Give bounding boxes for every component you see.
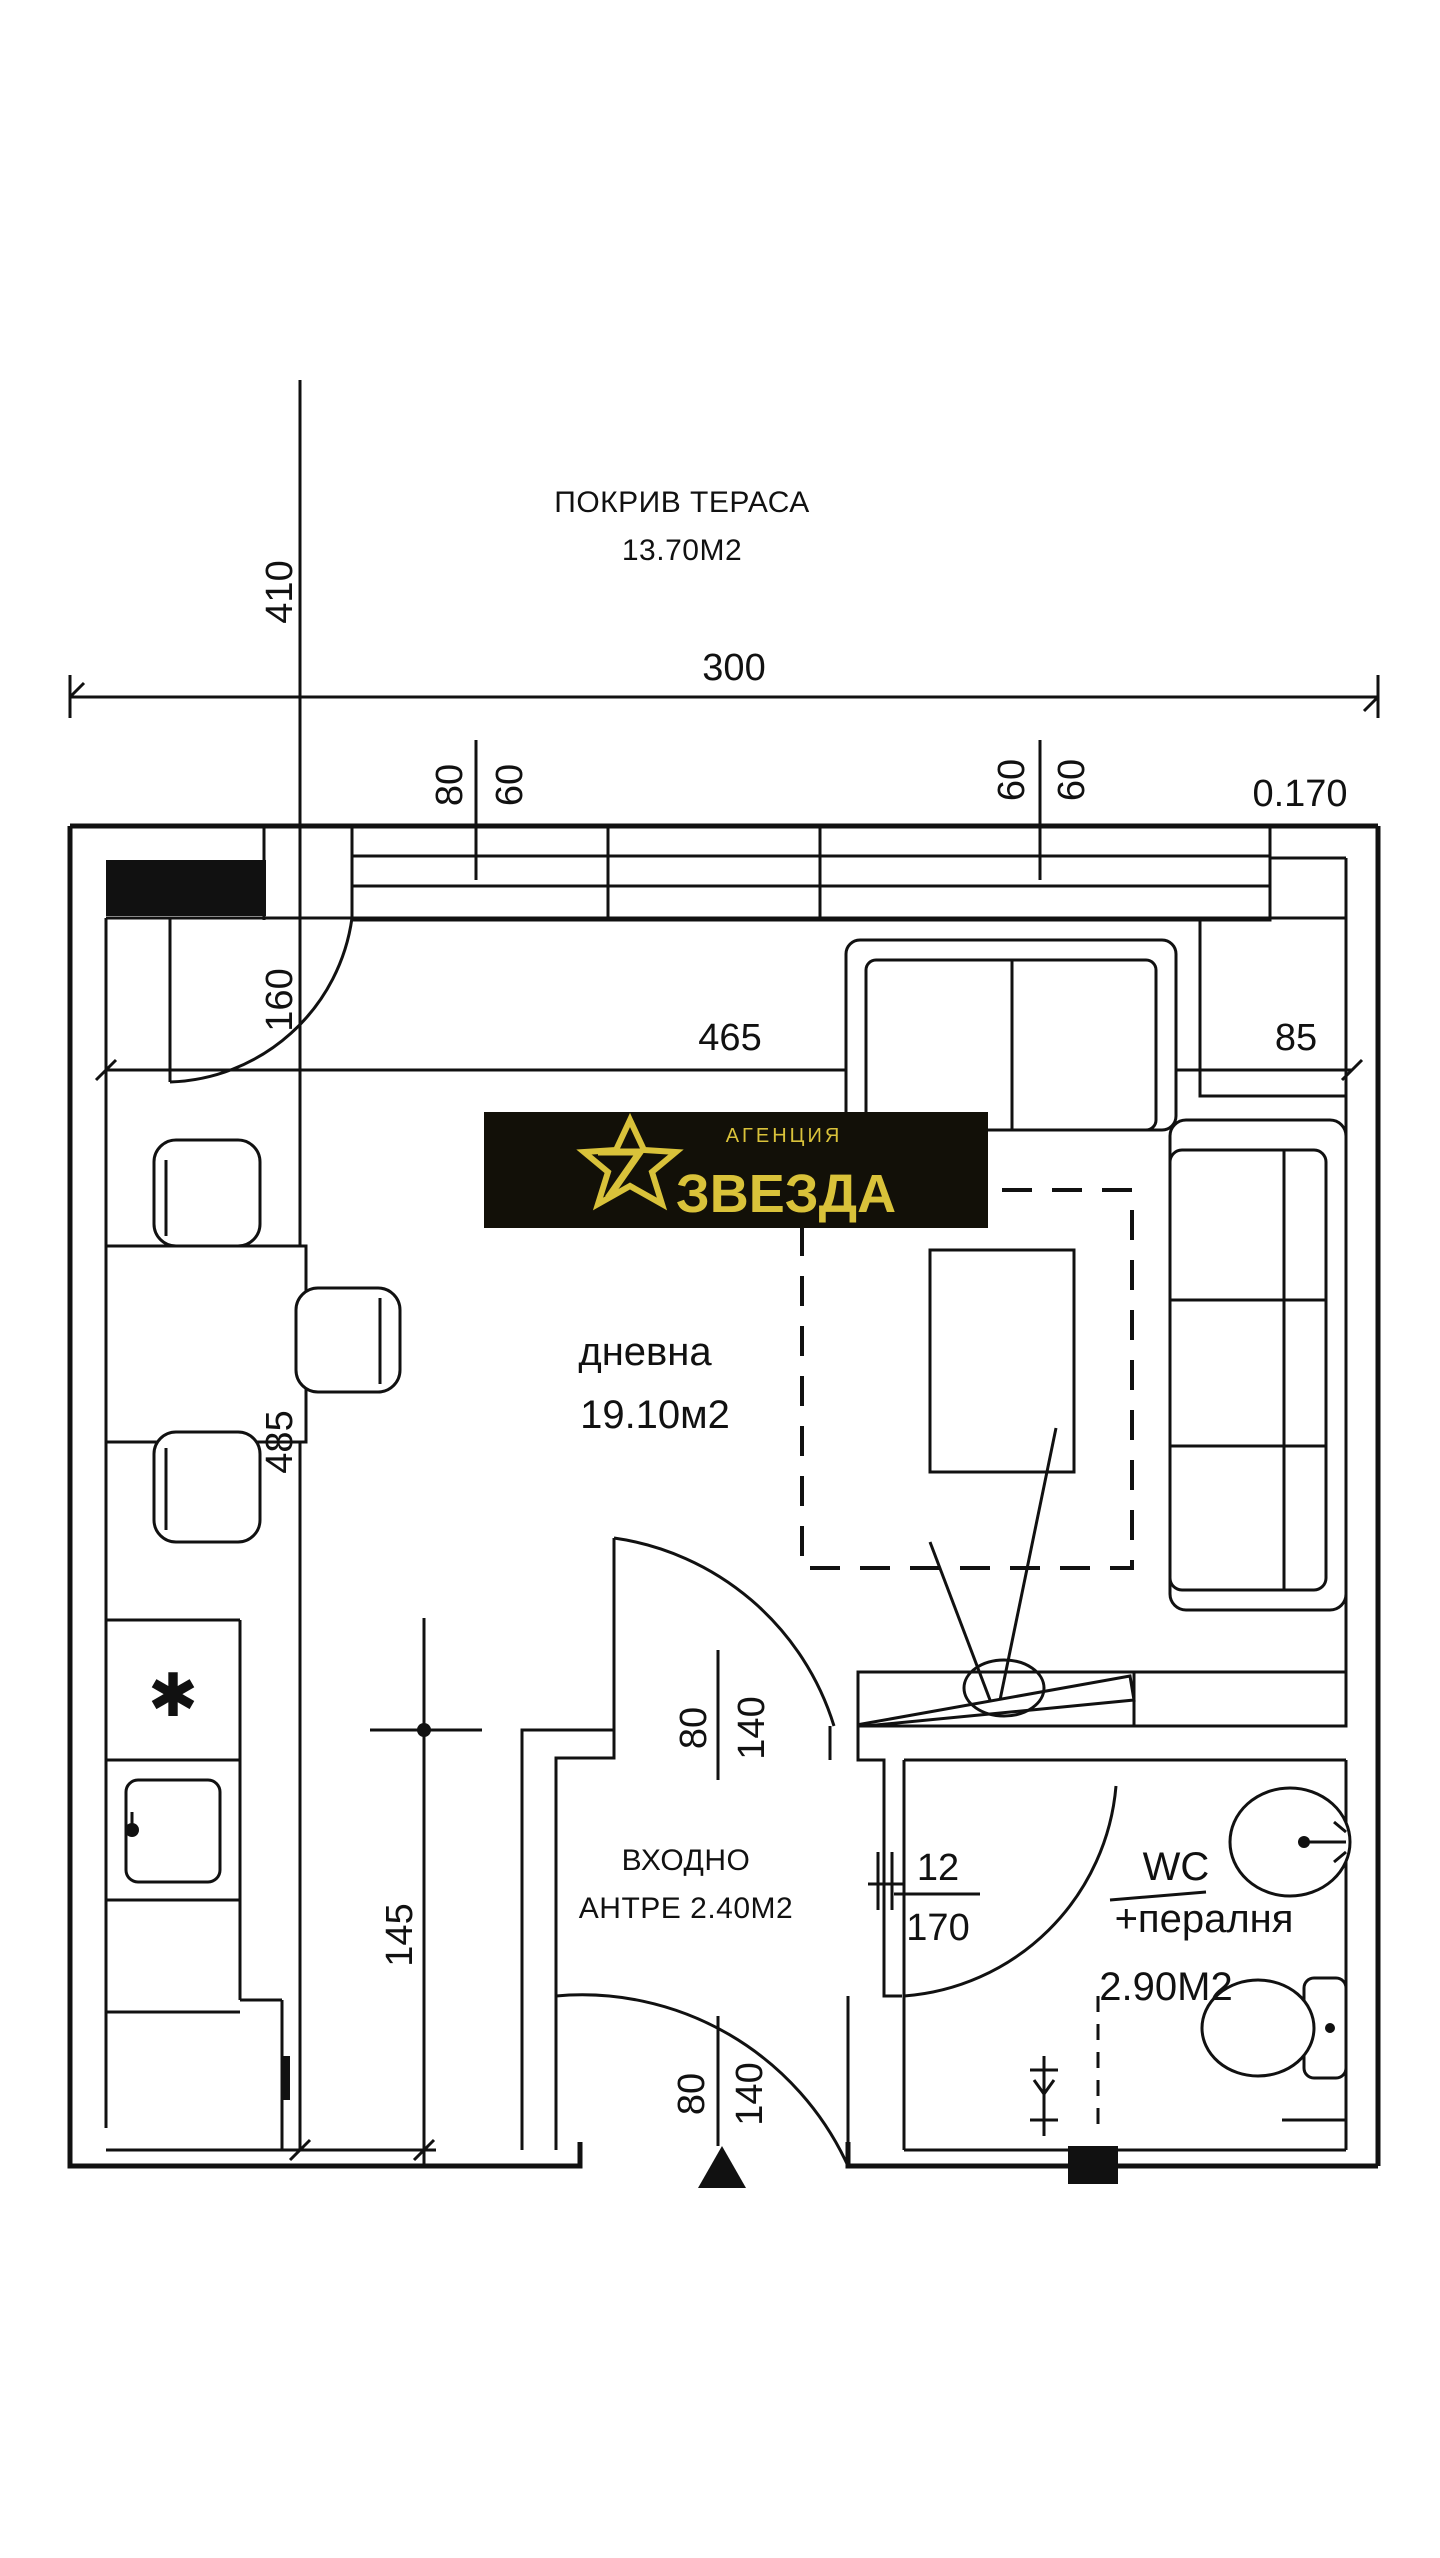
entry-arrow-icon [698,2146,746,2188]
dimension-140-entry: 140 [729,2062,771,2125]
wash-basin [1228,1786,1352,1898]
kitchen-appliance-mark [282,2056,290,2100]
dimension-12: 12 [917,1847,959,1889]
dimension-485: 485 [259,1410,301,1473]
wc-label: WC [1143,1845,1210,1889]
dimension-80-entry: 80 [671,2073,713,2115]
wc-column [1068,2146,1118,2184]
dimension-0170: 0.170 [1252,773,1347,815]
dimension-160: 160 [259,968,301,1031]
star-logo-icon [576,1112,684,1211]
tv-view-lines [928,1427,1058,1701]
roof-terrace-label: ПОКРИВ ТЕРАСА [554,486,810,519]
living-room-area: 19.10м2 [580,1393,730,1437]
living-room-label: дневна [578,1330,712,1374]
dimension-465: 465 [698,1017,761,1059]
cooktop-icon: ✱ [148,1662,198,1729]
dimension-line-300 [68,675,1380,718]
chair-bottom [152,1430,262,1544]
dimension-170: 170 [906,1907,969,1949]
dimension-60-right-a: 60 [991,759,1033,801]
dimension-60-top: 60 [489,764,531,806]
armchair-top [844,938,1178,1132]
dimension-140-door: 140 [731,1696,773,1759]
logo-background [484,1112,988,1228]
dimension-80-door: 80 [673,1707,715,1749]
laundry-label: +пералня [1115,1897,1294,1941]
door-swing-top [168,917,354,1084]
coffee-table [928,1248,1076,1474]
sofa-right [1168,1118,1348,1612]
dimension-line-145 [288,1618,482,2166]
roof-terrace-area: 13.70M2 [622,534,742,567]
dimension-60-right-b: 60 [1051,759,1093,801]
dimension-85: 85 [1275,1017,1317,1059]
sink-icon [124,1778,222,1884]
entrance-label: ВХОДНО [622,1844,751,1877]
chair-right [294,1286,402,1394]
dimension-80-top: 80 [429,764,471,806]
door-swing-wc [868,1758,1118,1998]
wc-area: 2.90M2 [1099,1965,1232,2009]
dimension-410: 410 [259,560,301,623]
entrance-walls [520,1538,902,2150]
floor-drain-icon [1030,2056,1058,2136]
dimension-300: 300 [702,647,765,689]
entrance-area: АНТРЕ 2.40M2 [579,1892,793,1925]
agency-logo: АГЕНЦИЯ ЗВЕЗДА [484,1112,988,1228]
chair-top [152,1138,262,1248]
window-band [262,824,1272,922]
toilet [1200,1976,1348,2080]
logo-line2: ЗВЕЗДА [676,1164,896,1224]
dimension-145: 145 [379,1903,421,1966]
cabinet-top-right [1198,918,1346,1098]
door-swing-entry [555,1993,850,2167]
column-top-left [106,860,266,916]
dining-table [104,1244,308,1444]
kitchen-counter [106,1618,296,2152]
door-swing-living [613,1536,836,1727]
logo-line1: АГЕНЦИЯ [726,1125,843,1147]
tv-unit [856,1658,1348,1728]
wc-label-underline [1109,1890,1207,1902]
